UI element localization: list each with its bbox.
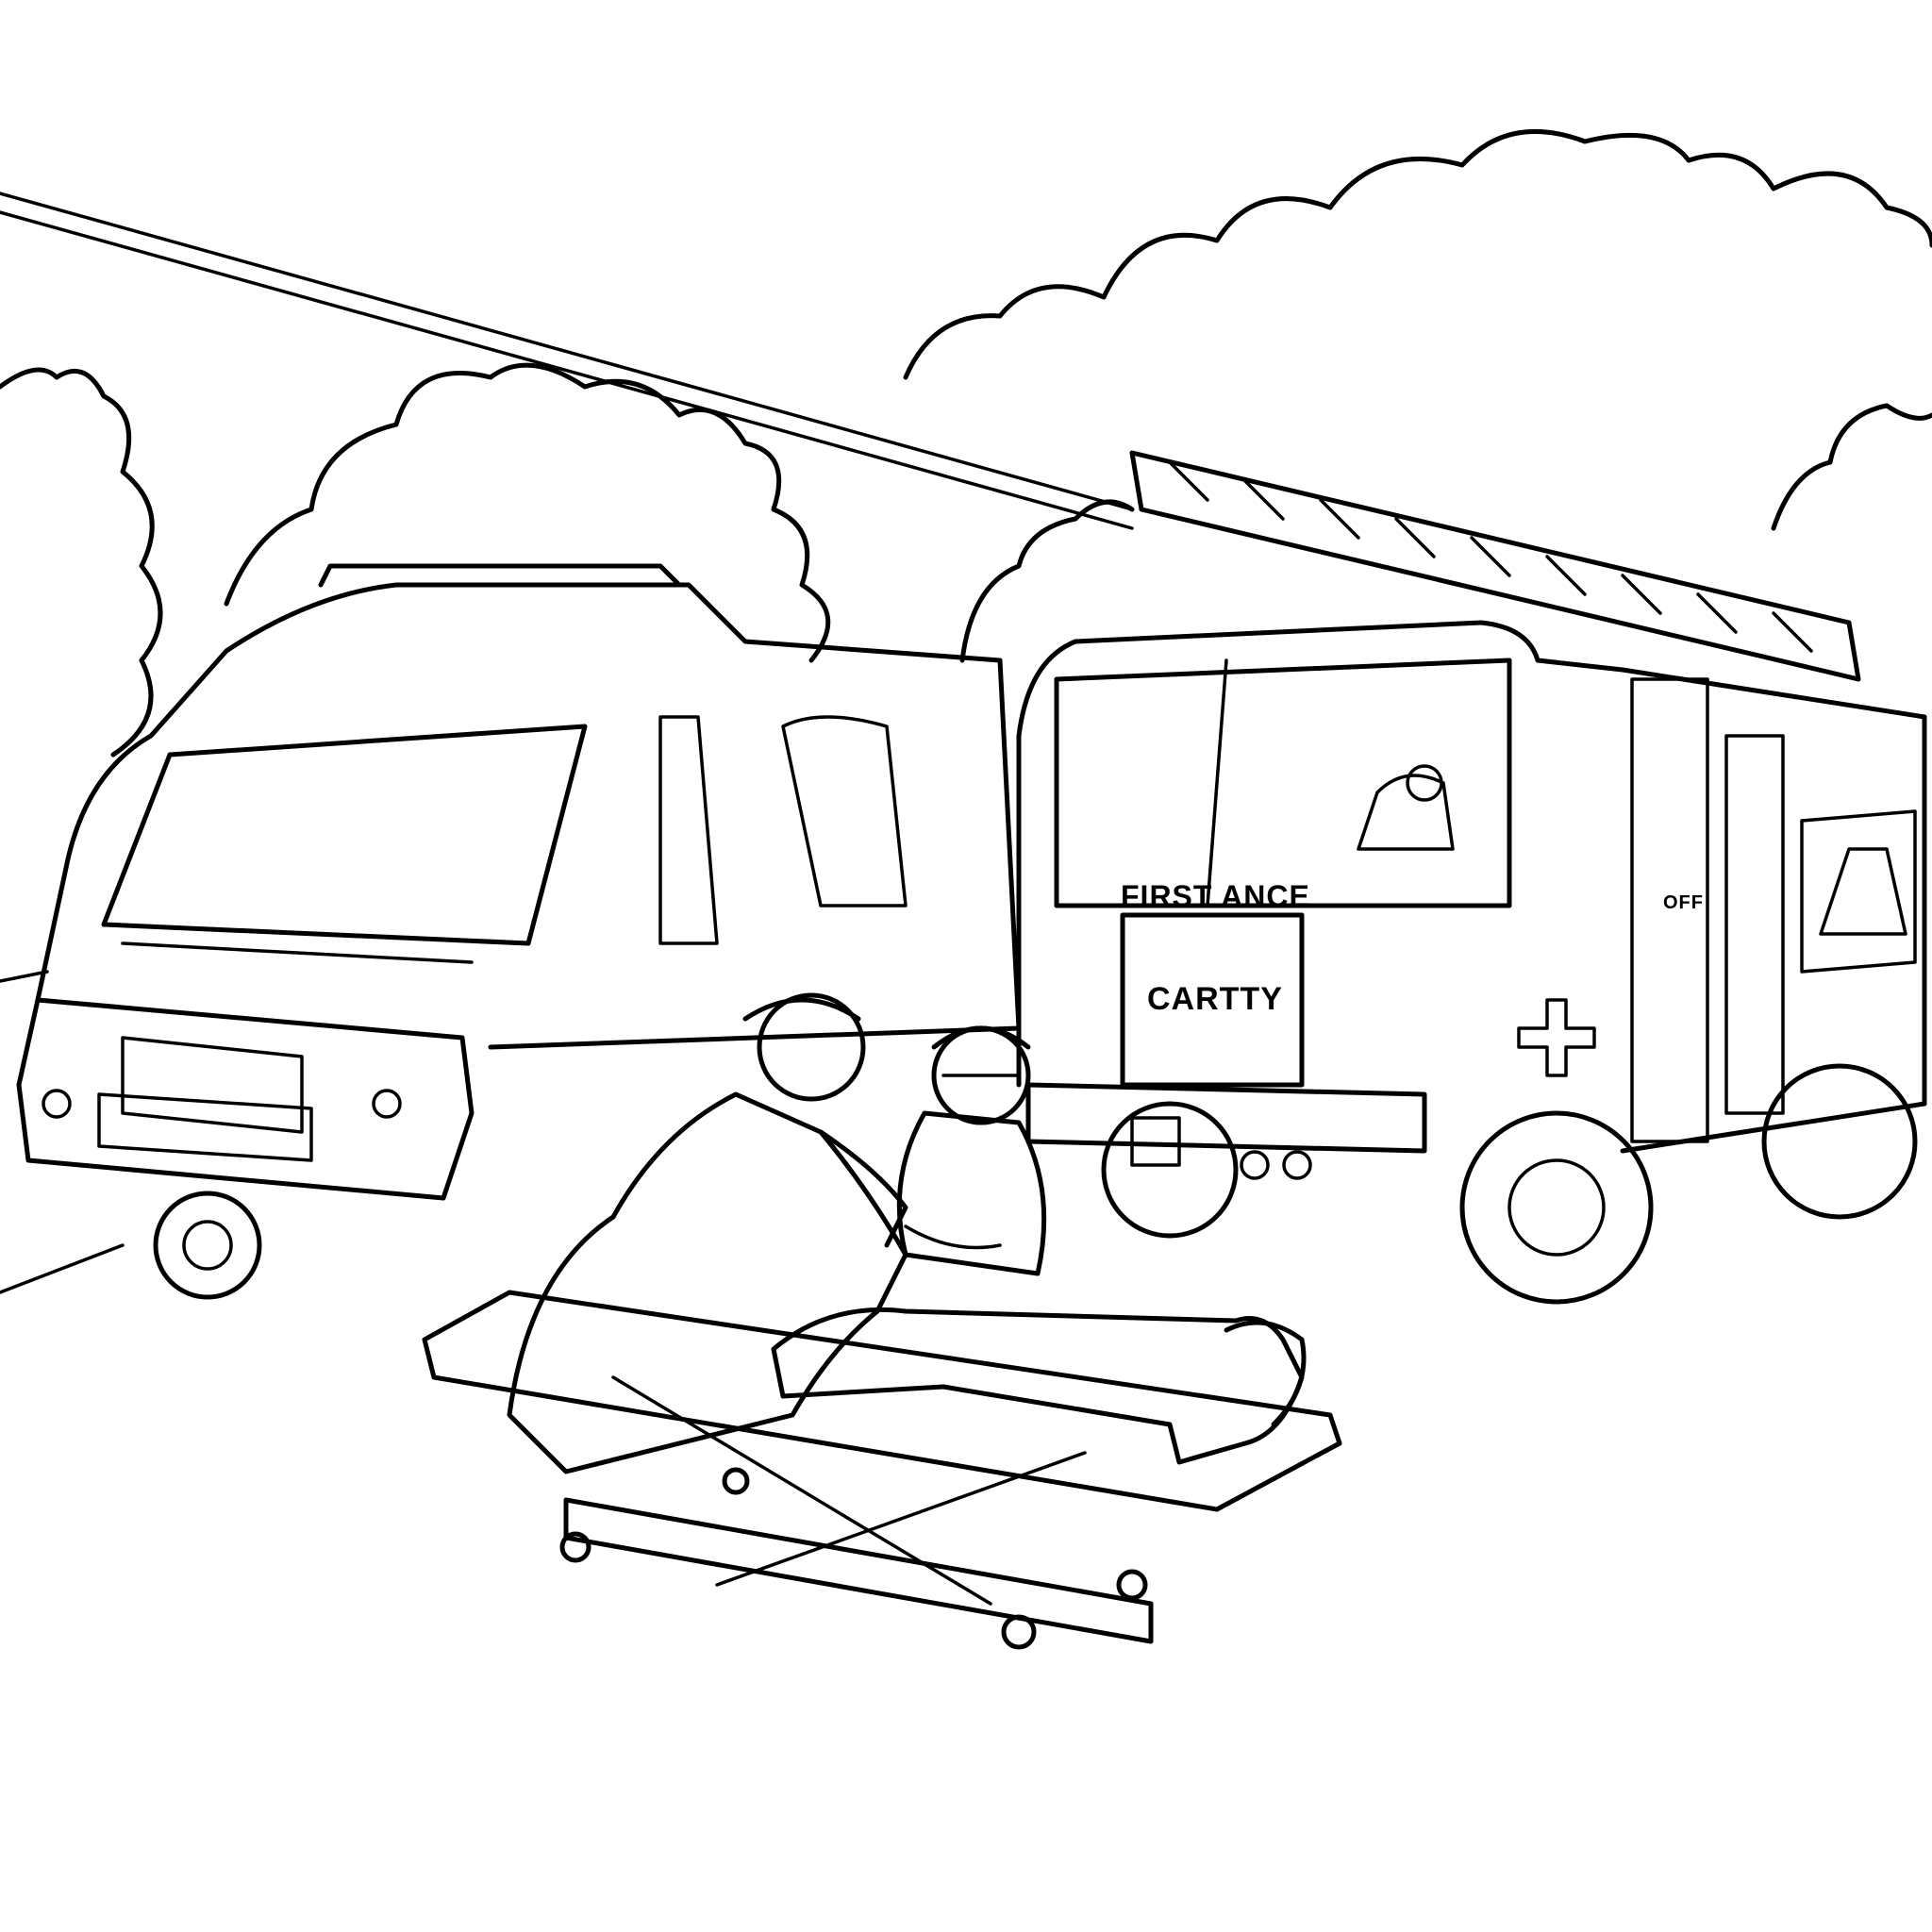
ground-lines [0, 970, 125, 1294]
fire-truck-header-text: FIRST ANCE [1121, 879, 1310, 913]
fire-truck-grille-text: CARTTY [1147, 981, 1283, 1017]
trees [0, 362, 1932, 758]
power-line [0, 192, 1134, 530]
fire-truck-side-text: OFF [1663, 892, 1704, 913]
paramedic-right [896, 1025, 1047, 1276]
ambulance [16, 563, 1022, 1300]
paramedic-left [507, 992, 908, 1474]
clouds [903, 128, 1932, 380]
patient [771, 1307, 1307, 1465]
stretcher [422, 1290, 1342, 1650]
fire-truck [1016, 450, 1927, 1305]
